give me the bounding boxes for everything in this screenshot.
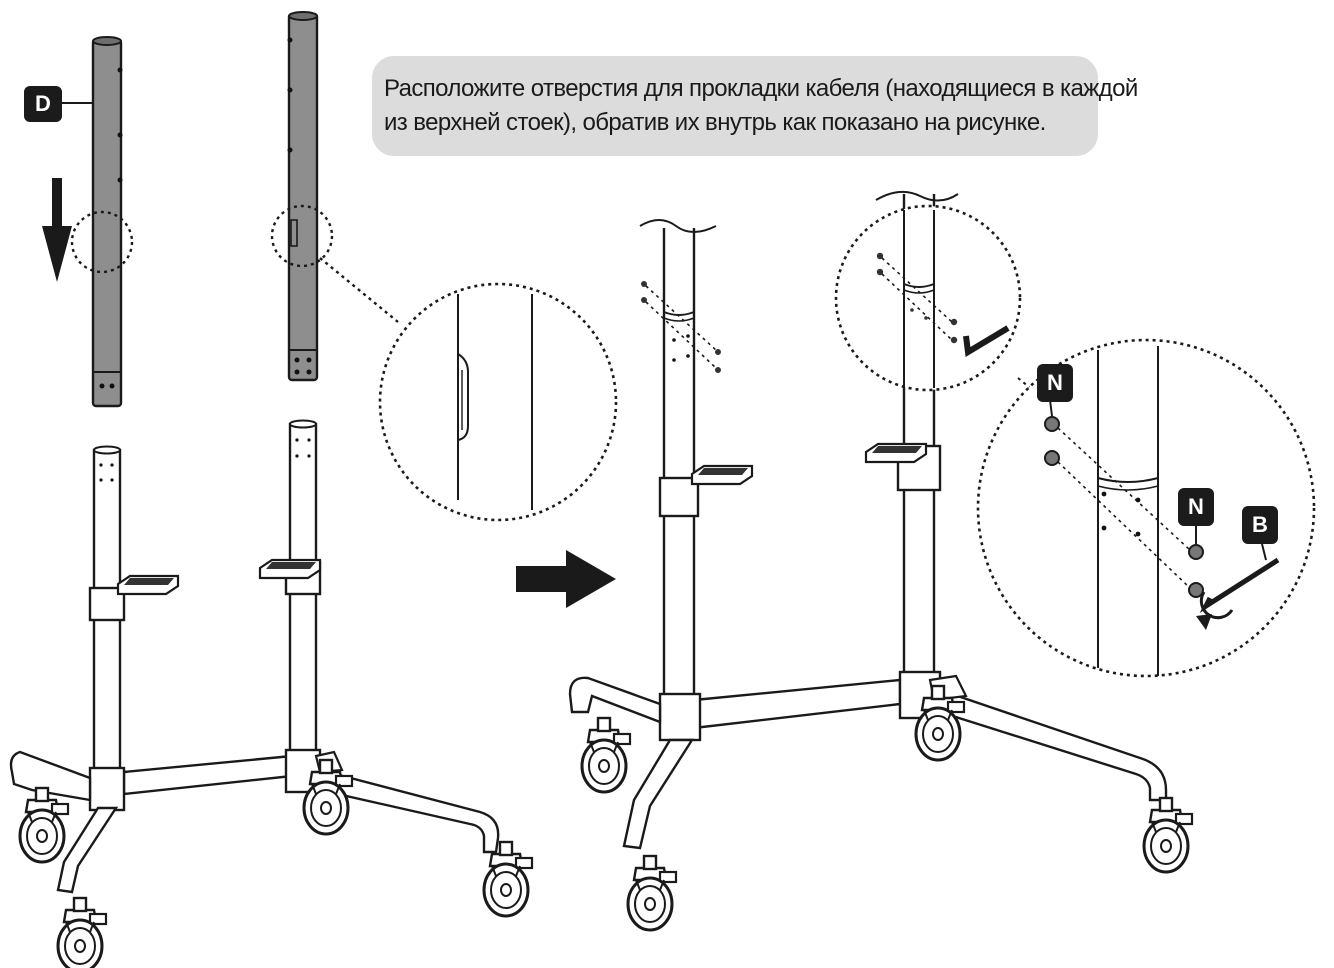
label-screw-upper: N [1037, 364, 1073, 402]
down-arrow-icon [42, 178, 72, 282]
right-assembly [568, 190, 1316, 932]
left-base-frame [9, 419, 500, 894]
label-hex-key: B [1242, 506, 1278, 544]
right-arrow-icon [516, 550, 616, 608]
screw-zoom-upper [834, 204, 1022, 392]
caster-right [482, 840, 534, 918]
cable-slot-zoom [378, 282, 618, 522]
label-pole-d: D [24, 86, 62, 122]
caster-left-front [56, 896, 108, 968]
label-screw-lower: N [1178, 488, 1214, 526]
caster-back [302, 758, 354, 836]
caster-right-side [1142, 796, 1194, 874]
pole-d [91, 36, 123, 408]
caster-right-back [580, 716, 632, 794]
instruction-bubble: Расположите отверстия для прокладки кабе… [372, 56, 1138, 156]
hex-key-icon [1199, 557, 1280, 613]
left-assembly [9, 11, 618, 968]
pole-second [287, 11, 319, 382]
instruction-line-2: из верхней стоек), обратив их внутрь как… [384, 109, 1046, 136]
instruction-line-1: Расположите отверстия для прокладки кабе… [384, 75, 1138, 102]
hex-key-icon [963, 325, 1010, 357]
caster-left-back [18, 786, 70, 864]
caster-right-front [626, 854, 678, 932]
screw-zoom-lower [976, 338, 1316, 678]
